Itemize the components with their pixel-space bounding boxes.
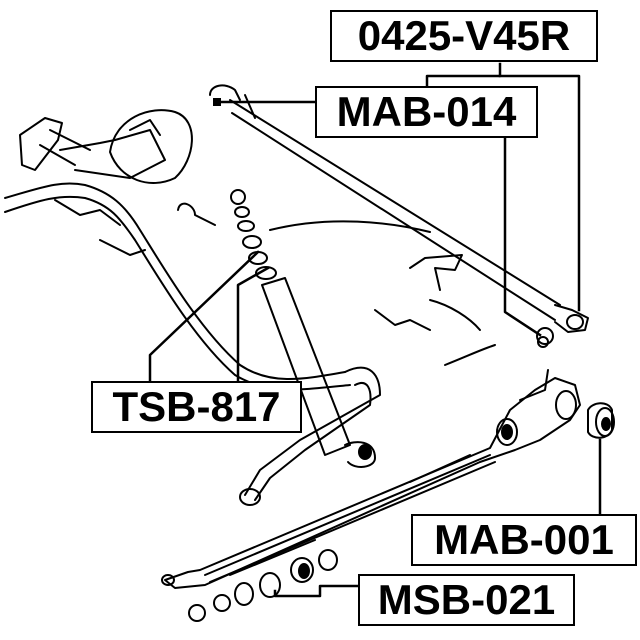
label-msb-021: MSB-021 [358, 574, 575, 626]
axle-housing-drawing [19, 109, 216, 256]
shock-absorber-drawing [230, 189, 376, 468]
label-0425-v45r: 0425-V45R [330, 10, 598, 62]
stabilizer-bar-drawing [4, 182, 381, 506]
label-mab-014: MAB-014 [315, 86, 538, 138]
label-mab-001: MAB-001 [411, 514, 637, 566]
label-tsb-817: TSB-817 [91, 381, 302, 433]
arm-bushing-drawing [587, 402, 615, 439]
trailing-arm-drawing [161, 369, 581, 589]
stabilizer-bushing-drawing [188, 549, 338, 622]
body-contour-drawing [269, 220, 496, 366]
leader-lines [148, 62, 602, 598]
